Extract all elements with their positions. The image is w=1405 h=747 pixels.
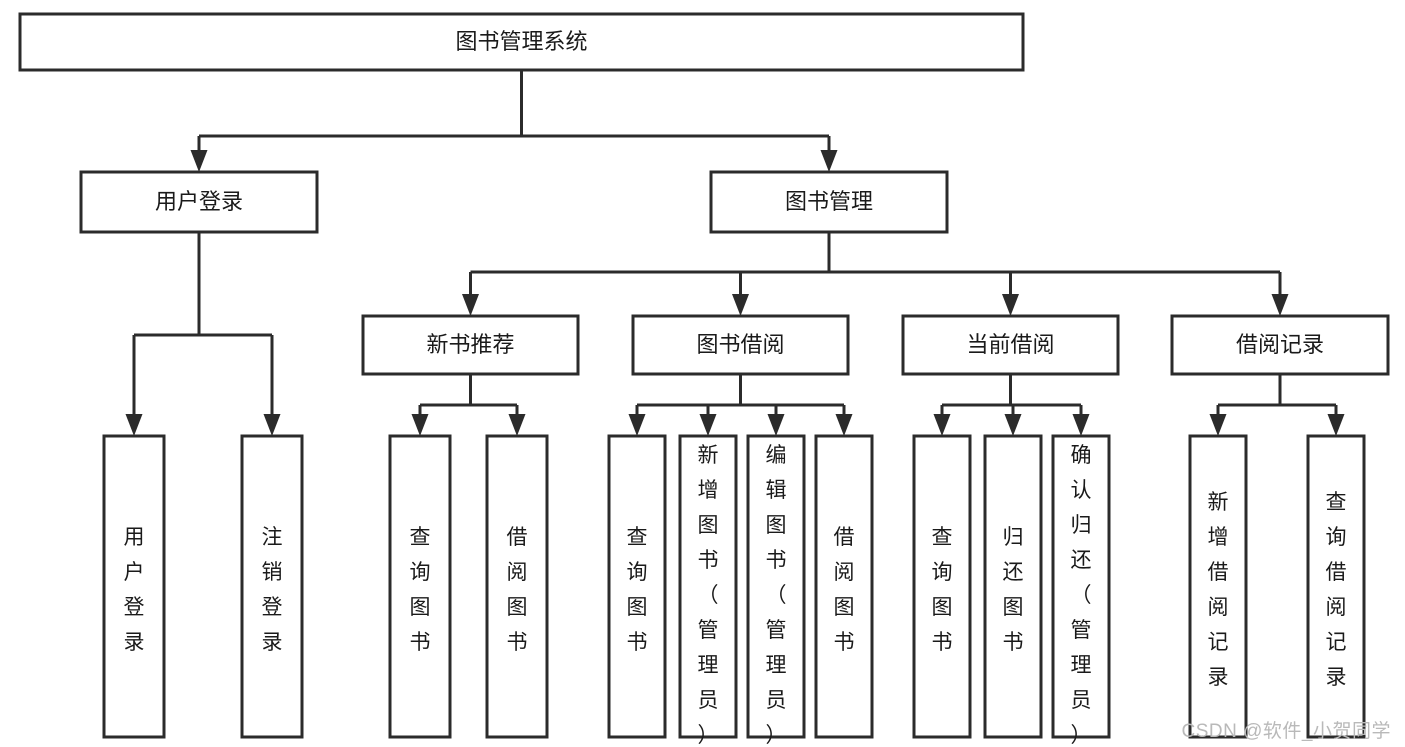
node-label: 查询图书 (410, 526, 431, 654)
node-label: 查询图书 (627, 526, 648, 654)
node-n-user-login[interactable]: 用户登录 (79, 170, 319, 234)
node-box (678, 434, 738, 739)
node-box (607, 434, 667, 739)
node-box (240, 434, 304, 739)
node-label: 图书借阅 (696, 332, 784, 357)
node-label: 新增借阅记录 (1208, 491, 1229, 689)
node-box (388, 434, 452, 739)
edge-group (125, 232, 281, 436)
node-l-query-book-1[interactable]: 查询图书 (388, 434, 452, 739)
node-box (631, 314, 850, 376)
node-box (1170, 314, 1390, 376)
node-n-new-book-rec[interactable]: 新书推荐 (361, 314, 580, 376)
node-label: 确认归还（管理员） (1071, 444, 1092, 747)
node-label: 当前借阅 (966, 332, 1054, 357)
node-label: 借阅图书 (834, 526, 855, 654)
nodes-layer: 图书管理系统用户登录图书管理新书推荐图书借阅当前借阅借阅记录用户登录注销登录查询… (18, 12, 1390, 747)
node-box (709, 170, 949, 234)
node-label: 归还图书 (1003, 526, 1024, 654)
node-label: 新书推荐 (426, 332, 514, 357)
edge-group (462, 232, 1289, 316)
node-label: 用户登录 (124, 526, 145, 654)
node-l-user-login[interactable]: 用户登录 (102, 434, 166, 739)
node-l-user-logout[interactable]: 注销登录 (240, 434, 304, 739)
edge-group (628, 374, 853, 436)
edge-group (190, 70, 838, 172)
node-box (18, 12, 1025, 72)
node-label: 图书管理 (785, 189, 873, 214)
node-box (485, 434, 549, 739)
node-l-borrow-book-2[interactable]: 借阅图书 (814, 434, 874, 739)
node-l-confirm-return[interactable]: 确认归还（管理员） (1051, 434, 1111, 747)
node-box (1188, 434, 1248, 739)
node-box (814, 434, 874, 739)
node-l-borrow-book-1[interactable]: 借阅图书 (485, 434, 549, 739)
node-n-book-manage[interactable]: 图书管理 (709, 170, 949, 234)
node-n-borrow-record[interactable]: 借阅记录 (1170, 314, 1390, 376)
node-label: 查询借阅记录 (1326, 491, 1347, 689)
node-box (361, 314, 580, 376)
node-box (1306, 434, 1366, 739)
node-n-book-borrow[interactable]: 图书借阅 (631, 314, 850, 376)
node-l-return-book[interactable]: 归还图书 (983, 434, 1043, 739)
node-box (983, 434, 1043, 739)
node-box (912, 434, 972, 739)
node-l-edit-book[interactable]: 编辑图书（管理员） (746, 434, 806, 747)
node-box (746, 434, 806, 739)
node-label: 编辑图书（管理员） (766, 444, 787, 747)
node-label: 用户登录 (155, 189, 243, 214)
edges-layer (125, 70, 1345, 436)
node-label: 图书管理系统 (455, 29, 587, 54)
edge-group (1209, 374, 1345, 436)
node-box (102, 434, 166, 739)
watermark-label: CSDN @软件_小贺同学 (1181, 721, 1391, 742)
node-n-current-borrow[interactable]: 当前借阅 (901, 314, 1120, 376)
node-l-add-record[interactable]: 新增借阅记录 (1188, 434, 1248, 739)
node-box (79, 170, 319, 234)
node-l-query-record[interactable]: 查询借阅记录 (1306, 434, 1366, 739)
node-label: 借阅图书 (507, 526, 528, 654)
node-label: 注销登录 (262, 526, 283, 654)
node-box (901, 314, 1120, 376)
node-l-query-book-3[interactable]: 查询图书 (912, 434, 972, 739)
node-l-query-book-2[interactable]: 查询图书 (607, 434, 667, 739)
node-label: 查询图书 (932, 526, 953, 654)
node-box (1051, 434, 1111, 739)
node-label: 借阅记录 (1236, 332, 1324, 357)
edge-group (411, 374, 526, 436)
edge-group (933, 374, 1090, 436)
node-label: 新增图书（管理员） (698, 444, 719, 747)
node-root[interactable]: 图书管理系统 (18, 12, 1025, 72)
node-l-add-book[interactable]: 新增图书（管理员） (678, 434, 738, 747)
